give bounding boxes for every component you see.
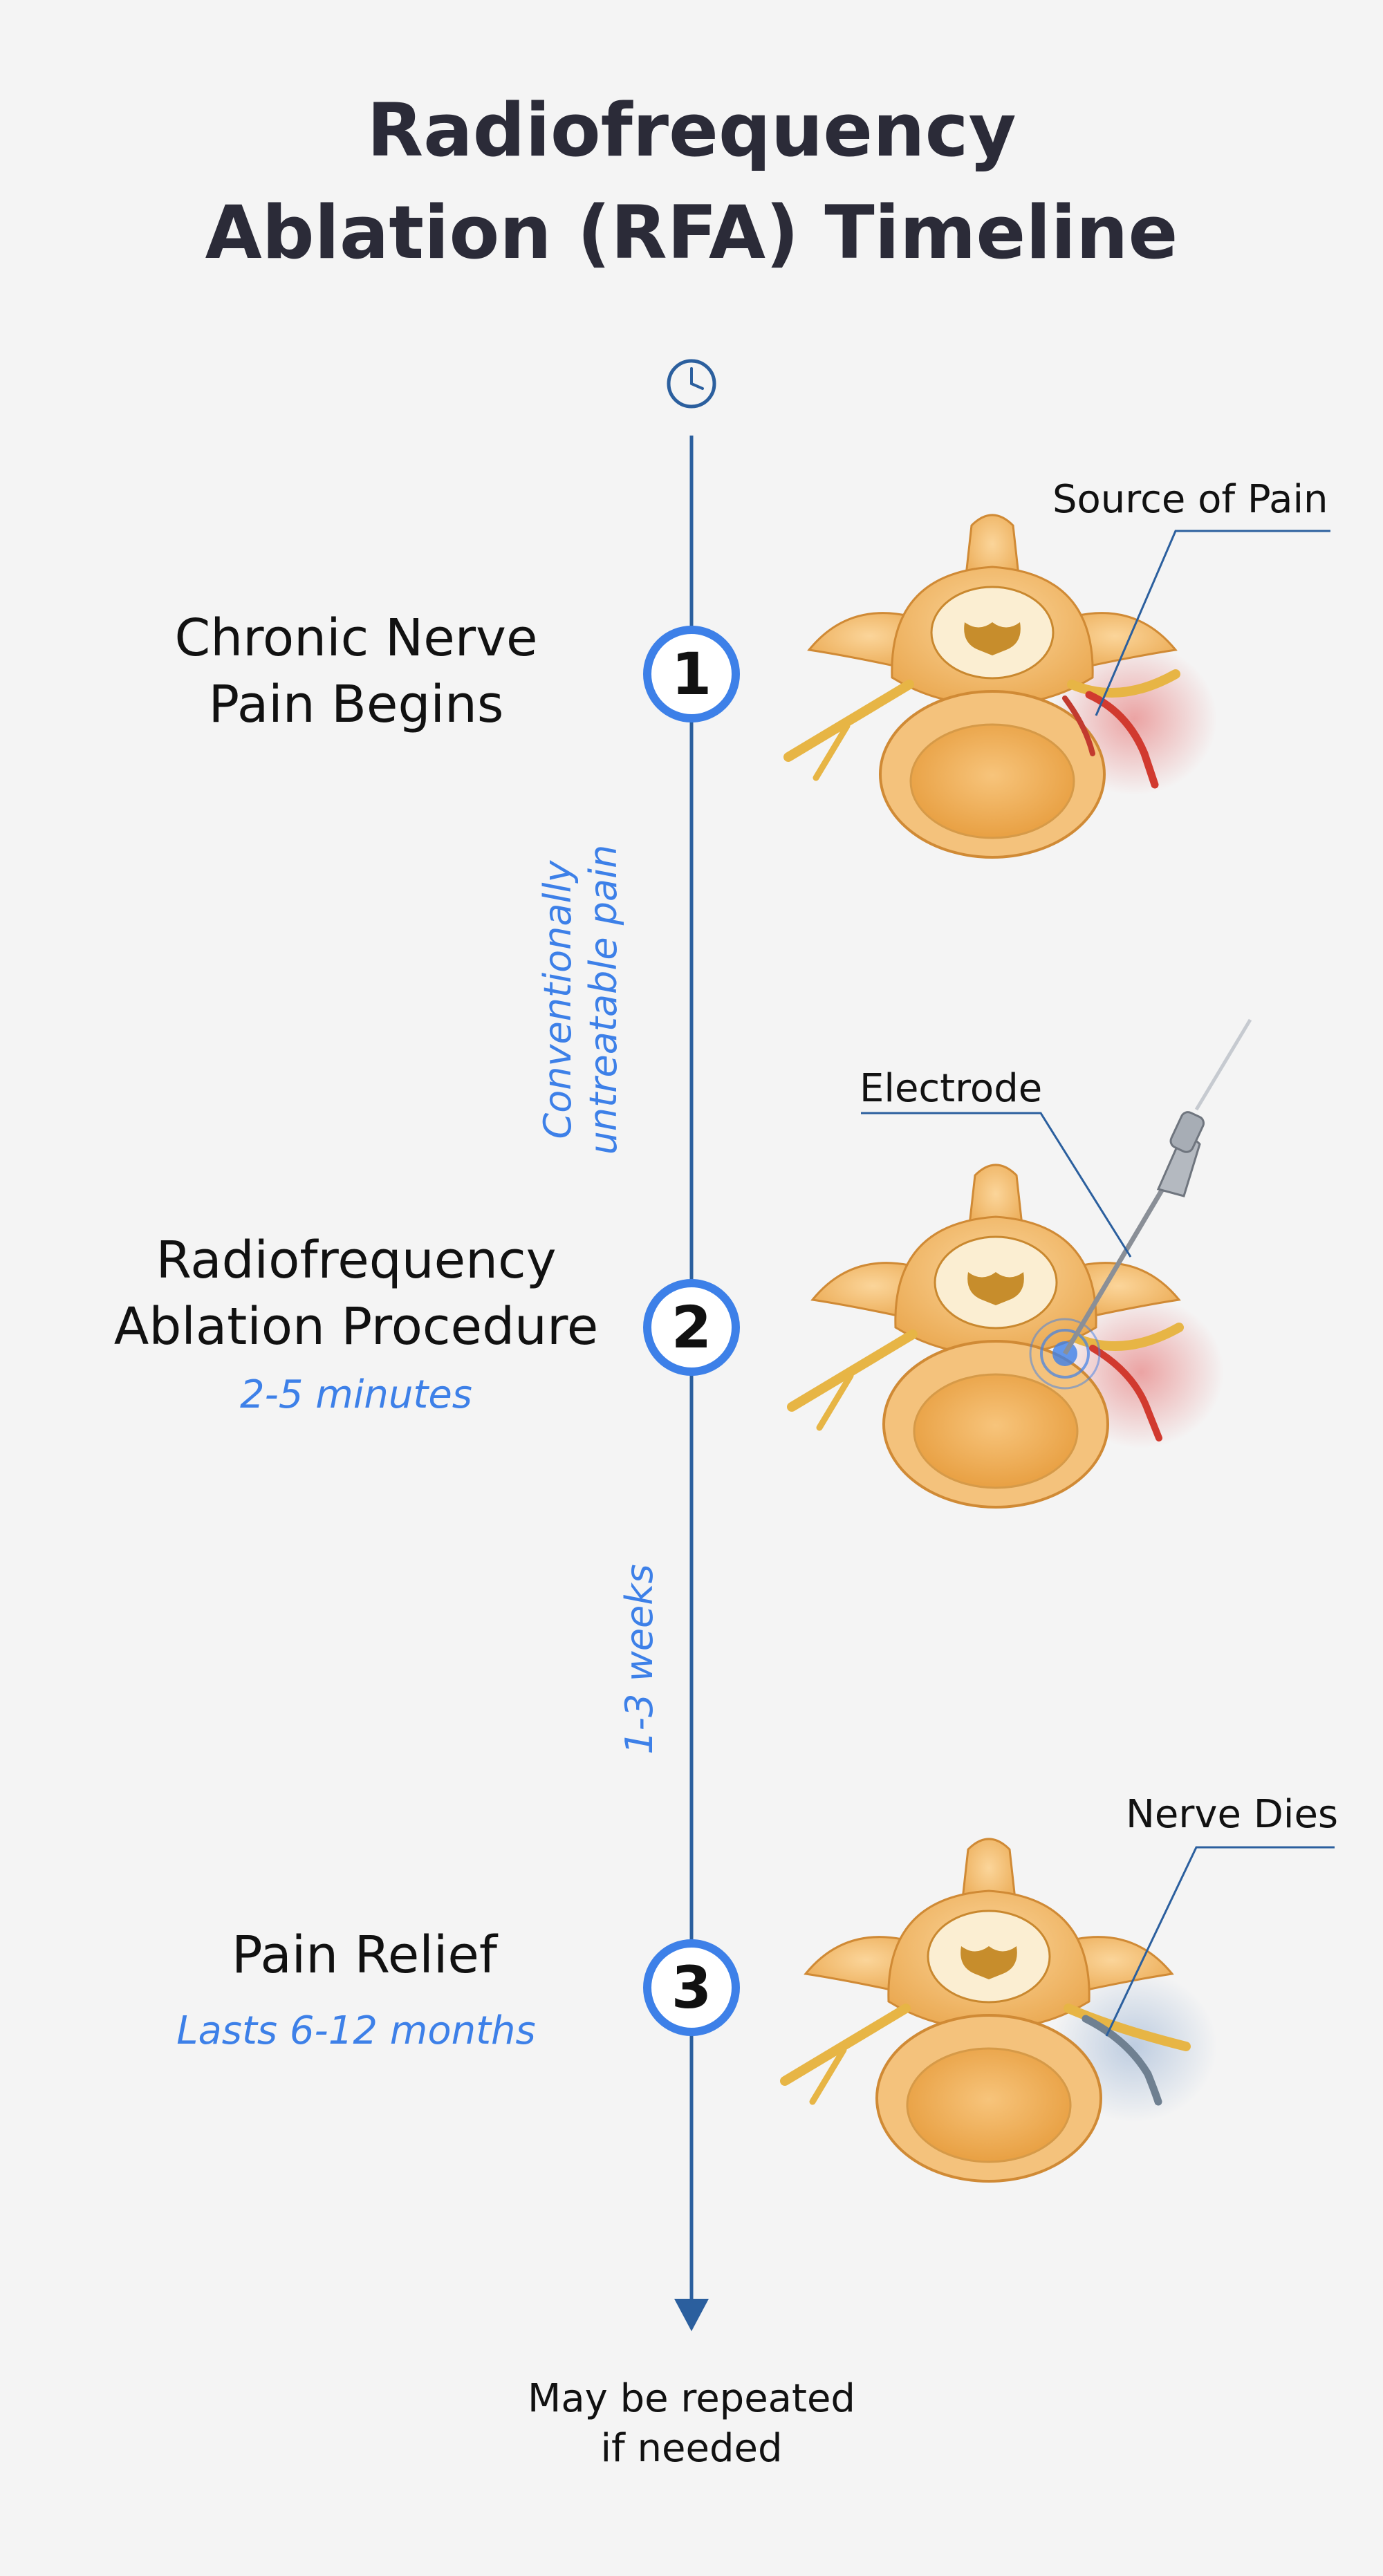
arrow-down-icon xyxy=(674,2299,709,2331)
step-title-1-line1: Chronic Nerve xyxy=(174,608,538,668)
step-number-1: 1 xyxy=(643,626,740,722)
footer-note-line1: May be repeated xyxy=(528,2376,855,2421)
interval-label-1-line2: untreatable pain xyxy=(582,844,625,1155)
page-title-line1: Radiofrequency xyxy=(366,88,1017,173)
step-title-3-line1: Pain Relief xyxy=(232,1925,497,1985)
callout-nerve-dies: Nerve Dies xyxy=(1126,1792,1339,1837)
vertebra-illustration-electrode xyxy=(792,1018,1252,1507)
interval-label-1-line1: Conventionally xyxy=(536,860,579,1139)
step-number-2-label: 2 xyxy=(671,1294,712,1361)
step-title-2: Radiofrequency Ablation Procedure xyxy=(80,1227,633,1360)
footer-note-line2: if needed xyxy=(600,2426,783,2471)
step-title-1-line2: Pain Begins xyxy=(208,675,504,734)
step-title-2-line1: Radiofrequency xyxy=(156,1231,557,1290)
footer-note: May be repeated if needed xyxy=(415,2374,968,2474)
step-number-2: 2 xyxy=(643,1279,740,1376)
step-number-3-label: 3 xyxy=(671,1954,712,2022)
clock-icon xyxy=(667,359,716,409)
interval-label-1: Conventionally untreatable pain xyxy=(535,827,626,1173)
interval-label-2: 1-3 weeks xyxy=(617,1524,662,1794)
step-title-1: Chronic Nerve Pain Begins xyxy=(80,605,633,738)
step-title-3: Pain Relief xyxy=(88,1922,641,1988)
vertebra-illustration-pain xyxy=(788,515,1330,857)
step-number-1-label: 1 xyxy=(671,640,712,708)
interval-label-2-line1: 1-3 weeks xyxy=(618,1564,661,1755)
page-title-line2: Ablation (RFA) Timeline xyxy=(205,190,1178,275)
vertebra-illustration-nerve-dies xyxy=(785,1839,1335,2181)
callout-source-of-pain: Source of Pain xyxy=(1052,477,1328,522)
step-number-3: 3 xyxy=(643,1939,740,2036)
step-title-2-line2: Ablation Procedure xyxy=(113,1297,599,1356)
callout-electrode: Electrode xyxy=(860,1066,1043,1111)
step-duration-3: Lasts 6-12 months xyxy=(176,2008,536,2053)
step-duration-2: 2-5 minutes xyxy=(240,1372,472,1417)
page-title: Radiofrequency Ablation (RFA) Timeline xyxy=(0,80,1383,284)
